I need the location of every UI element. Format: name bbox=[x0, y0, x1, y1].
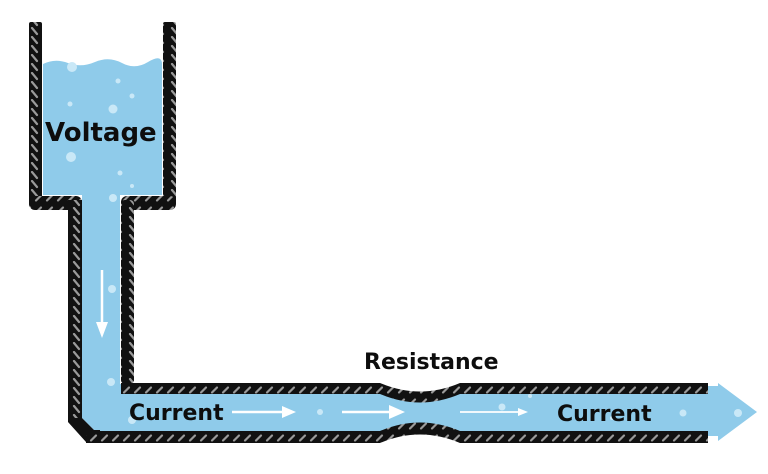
pipe-right-wall bbox=[121, 200, 134, 384]
arrow-right-icon bbox=[460, 408, 528, 416]
pipe-left-wall bbox=[68, 200, 82, 422]
current-label-right: Current bbox=[557, 402, 652, 427]
voltage-label: Voltage bbox=[45, 118, 157, 148]
resistance-label: Resistance bbox=[364, 350, 499, 375]
arrow-right-icon bbox=[342, 405, 405, 419]
current-label-left: Current bbox=[129, 401, 224, 426]
pipe-bottom-wall bbox=[86, 422, 708, 443]
arrow-right-icon bbox=[232, 406, 296, 418]
pipe-top-wall bbox=[121, 383, 708, 403]
bubbles bbox=[66, 62, 742, 424]
horizontal-pipe bbox=[86, 383, 708, 443]
water-tank bbox=[29, 22, 176, 210]
tank-water bbox=[43, 58, 757, 442]
tank-bottom-right bbox=[121, 196, 176, 210]
tank-left-wall bbox=[29, 22, 42, 205]
arrow-down-icon bbox=[96, 270, 108, 338]
flow-arrows bbox=[96, 270, 528, 419]
tank-right-wall bbox=[163, 22, 176, 205]
